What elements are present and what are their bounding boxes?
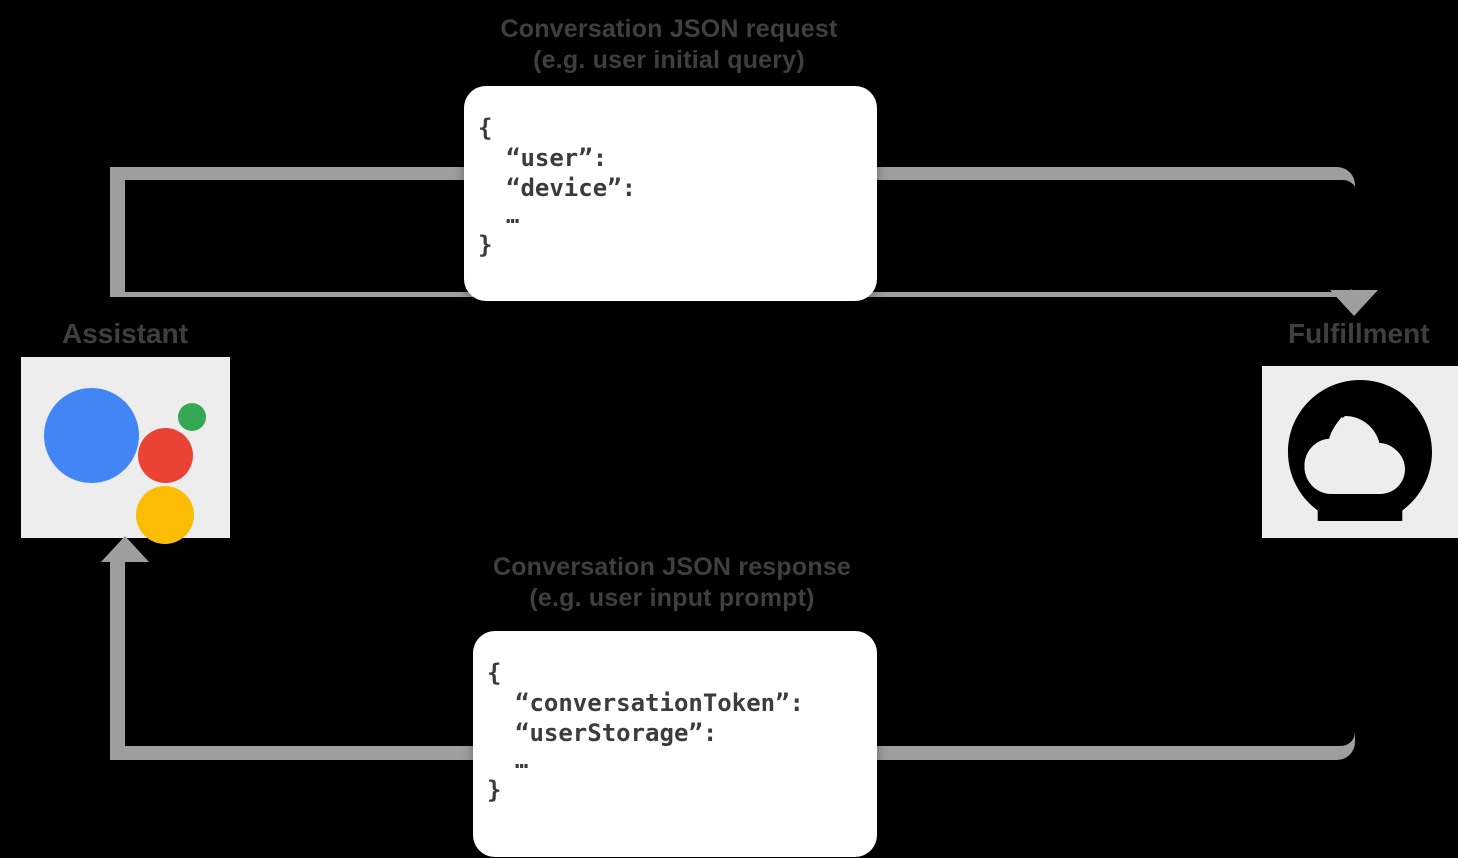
response-json-ellipsis: … (515, 749, 530, 775)
request-label-line2: (e.g. user initial query) (533, 45, 805, 74)
response-flow-label: Conversation JSON response (e.g. user in… (392, 552, 952, 613)
request-label-line1: Conversation JSON request (500, 15, 838, 43)
request-json-line-user: “user”: (506, 143, 608, 172)
request-json-line-device: “device”: (506, 173, 637, 202)
response-label-line1: Conversation JSON response (492, 553, 852, 581)
assistant-green-dot-icon (177, 402, 206, 431)
response-json-card: { “conversationToken”: “userStorage”: … … (473, 631, 877, 857)
request-json-card: { “user”: “device”: … } (464, 86, 877, 301)
response-json-line-user-storage: “userStorage”: (515, 718, 718, 747)
request-flow-label: Conversation JSON request (e.g. user ini… (389, 14, 949, 75)
response-json-open-brace: { (487, 659, 502, 687)
google-assistant-icon (38, 373, 214, 544)
response-json-close-brace: } (487, 775, 502, 804)
assistant-node-tile (21, 357, 230, 544)
request-arrow-head-icon (1330, 290, 1378, 316)
cloud-icon (1288, 380, 1432, 521)
fulfillment-node-tile (1262, 366, 1458, 538)
response-arrow-head-icon (101, 536, 149, 562)
assistant-yellow-dot-icon (135, 485, 194, 544)
response-json-line-conversation-token: “conversationToken”: (515, 688, 804, 717)
assistant-red-dot-icon (137, 427, 193, 483)
assistant-blue-dot-icon (43, 387, 139, 483)
request-json-ellipsis: … (506, 204, 521, 230)
request-json-open-brace: { (478, 114, 493, 142)
assistant-node-label: Assistant (62, 318, 189, 349)
fulfillment-node-label: Fulfillment (1288, 318, 1430, 349)
request-json-close-brace: } (478, 230, 493, 259)
response-label-line2: (e.g. user input prompt) (529, 583, 815, 612)
